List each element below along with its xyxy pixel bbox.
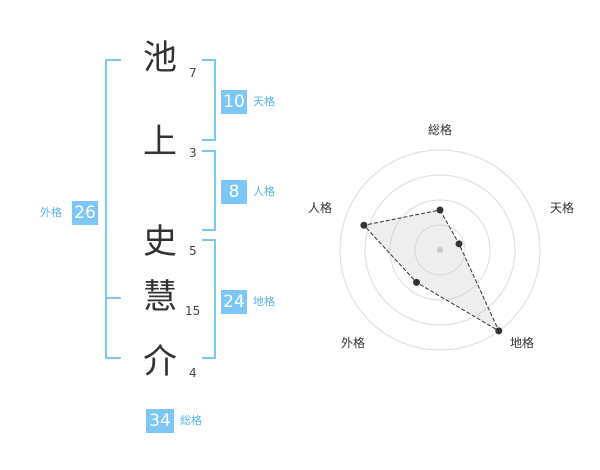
chikaku-bracket: [202, 239, 216, 359]
stroke-count-1: 7: [189, 66, 197, 80]
chikaku-label: 地格: [253, 295, 275, 308]
tenkaku-label: 天格: [253, 95, 275, 108]
name-char-1: 池: [143, 38, 177, 78]
radar-ring: [414, 224, 466, 276]
radar-polygon: [362, 209, 500, 333]
gaikaku-bracket: [105, 59, 121, 359]
radar-label-gaikaku: 外格: [341, 336, 366, 350]
name-char-2: 上: [143, 122, 177, 162]
radar-ring: [339, 149, 541, 351]
gaikaku-label: 外格: [40, 206, 62, 219]
soukaku-value: 34: [146, 409, 174, 433]
jinkaku-value: 8: [221, 180, 247, 204]
radar-label-jinkaku: 人格: [308, 201, 333, 215]
stroke-count-3: 5: [189, 244, 197, 258]
name-char-4: 慧: [143, 277, 177, 317]
radar-label-chikaku: 地格: [510, 336, 535, 350]
name-char-5: 介: [143, 342, 177, 382]
radar-ring: [364, 174, 516, 326]
jinkaku-label: 人格: [253, 185, 275, 198]
gaikaku-value: 26: [72, 201, 98, 225]
radar-label-tenkaku: 天格: [550, 201, 575, 215]
stroke-count-4: 15: [185, 304, 201, 318]
stroke-count-2: 3: [189, 146, 197, 160]
name-char-3: 史: [143, 222, 177, 262]
radar-point-2: [455, 240, 463, 248]
chikaku-value: 24: [221, 290, 247, 314]
tenkaku-value: 10: [221, 90, 247, 114]
tenkaku-bracket: [202, 59, 216, 141]
soukaku-label: 総格: [180, 414, 202, 427]
radar-point-1: [436, 206, 444, 214]
jinkaku-bracket: [202, 150, 216, 231]
radar-label-soukaku: 総格: [428, 123, 453, 137]
radar-point-3: [495, 327, 503, 335]
stroke-count-5: 4: [189, 366, 197, 380]
radar-point-4: [412, 278, 420, 286]
radar-center: [437, 247, 443, 253]
radar-point-5: [360, 221, 368, 229]
radar-ring: [389, 199, 491, 301]
